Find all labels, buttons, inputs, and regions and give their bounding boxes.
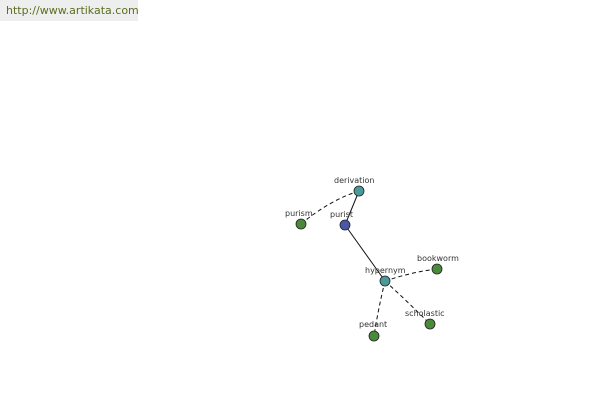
url-banner[interactable]: http://www.artikata.com <box>0 0 139 21</box>
label-scholastic: scholastic <box>405 309 445 318</box>
label-pedant: pedant <box>359 320 387 329</box>
edge-purist-derivation <box>344 190 360 226</box>
edge-purist-hypernym <box>344 224 386 282</box>
node-hypernym[interactable] <box>379 275 391 287</box>
node-scholastic[interactable] <box>424 318 436 330</box>
node-derivation[interactable] <box>353 185 365 197</box>
label-bookworm: bookworm <box>417 254 459 263</box>
node-purist[interactable] <box>339 219 351 231</box>
label-purism: purism <box>285 209 313 218</box>
node-bookworm[interactable] <box>431 263 443 275</box>
url-link-text[interactable]: http://www.artikata.com <box>6 4 139 17</box>
node-pedant[interactable] <box>368 330 380 342</box>
node-purism[interactable] <box>295 218 307 230</box>
label-hypernym: hypernym <box>365 266 406 275</box>
label-derivation: derivation <box>334 176 374 185</box>
label-purist: purist <box>330 210 353 219</box>
edge-derivation-purism <box>300 190 360 225</box>
